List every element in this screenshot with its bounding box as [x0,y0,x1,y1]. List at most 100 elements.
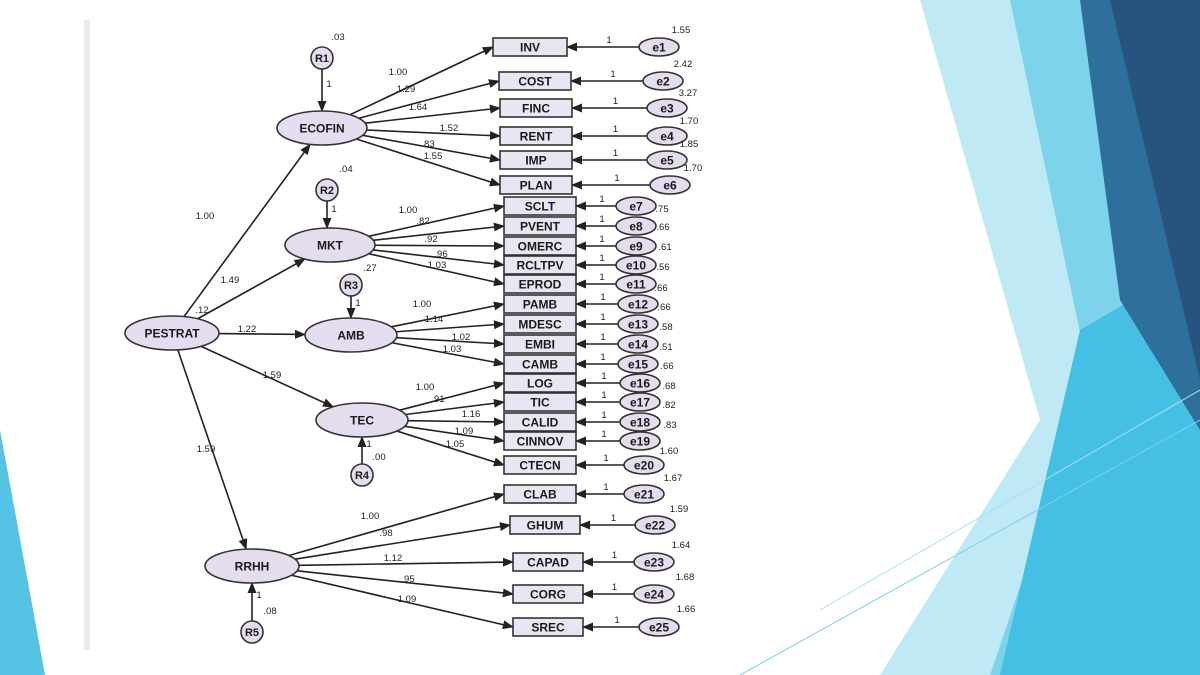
error-label-e22: e22 [645,519,665,533]
error-path-label: 1 [613,96,618,107]
structural-path-amb [218,329,307,339]
error-e1 [638,37,680,57]
residual-path-label: 1 [256,590,261,601]
residual-path-label: 1 [326,79,331,90]
latent-label-rrhh: RRHH [235,560,270,574]
error-e12 [617,294,659,314]
error-e3 [646,98,688,118]
error-variance-e14: .51 [659,342,672,353]
indicator-mdesc [503,314,577,334]
indicator-calid [503,412,577,432]
error-e21 [623,484,665,504]
error-variance-e19: 1.60 [660,446,679,457]
error-path-label: 1 [611,513,616,524]
latent-label-tec: TEC [350,414,374,428]
error-e23 [633,552,675,572]
indicator-label-rcltpv: RCLTPV [516,259,563,273]
indicator-inv [492,37,568,57]
structural-path-mkt [197,258,306,320]
error-label-e5: e5 [660,154,674,168]
indicator-embi [503,334,577,354]
indicator-sclt [503,196,577,216]
indicator-label-clab: CLAB [523,488,557,502]
error-e25 [638,617,680,637]
structural-weight-tec: 1.59 [263,370,282,381]
error-path-label: 1 [601,390,606,401]
error-variance-e18: .83 [663,420,676,431]
error-label-e12: e12 [628,298,648,312]
accent-line [739,419,1200,675]
indicator-label-mdesc: MDESC [518,318,562,332]
error-variance-e15: .66 [660,361,673,372]
residual-r4 [350,463,374,487]
residual-variance-r5: .08 [263,606,276,617]
error-path-label: 1 [612,550,617,561]
misc-label: .27 [363,263,376,274]
slide-panel-edge [84,20,90,650]
residual-variance-r4: .00 [372,452,385,463]
error-variance-e22: 1.64 [672,540,691,551]
loading-value-ghum: .98 [379,528,392,539]
error-variance-e17: .82 [662,400,675,411]
error-path-label: 1 [614,173,619,184]
structural-path-ecofin [183,143,311,318]
loading-path-plan [356,138,502,187]
error-path-label: 1 [599,214,604,225]
error-e13 [617,314,659,334]
error-e19 [619,431,661,451]
residual-label-r5: R5 [245,627,259,639]
error-label-e11: e11 [626,278,646,292]
indicator-clab [503,484,577,504]
indicator-label-sclt: SCLT [525,200,556,214]
error-label-e2: e2 [656,75,670,89]
loading-value-mdesc: 1.14 [425,314,444,325]
indicator-log [503,373,577,393]
error-variance-e1: 1.55 [672,25,691,36]
error-path-label: 1 [613,148,618,159]
loading-path-cost [358,79,501,119]
loading-value-cost: 1.29 [397,84,416,95]
error-label-e8: e8 [629,220,643,234]
indicator-corg [512,584,584,604]
loading-path-srec [291,574,515,630]
loading-value-ctecn: 1.05 [446,439,465,450]
indicator-eprod [503,274,577,294]
loading-value-imp: .83 [421,139,434,150]
indicator-label-capad: CAPAD [527,556,569,570]
loading-path-rent [366,129,502,141]
loading-path-finc [365,104,502,124]
error-variance-e16: .68 [662,381,675,392]
error-e9 [615,236,657,256]
loading-path-cinnov [404,425,506,444]
error-label-e3: e3 [660,102,674,116]
loading-path-pamb [391,301,506,328]
error-label-e18: e18 [630,416,650,430]
error-label-e16: e16 [630,377,650,391]
structural-weight-rrhh: 1.59 [197,444,216,455]
error-label-e6: e6 [663,179,677,193]
loading-value-log: 1.00 [416,382,435,393]
error-label-e21: e21 [634,488,654,502]
indicator-cost [498,71,572,91]
loading-value-srec: 1.09 [398,594,417,605]
residual-r3 [339,273,363,297]
residual-r1 [310,46,334,70]
error-label-e14: e14 [628,338,648,352]
structural-path-tec [200,345,335,408]
loading-value-corg: .95 [401,574,414,585]
latent-rrhh [204,548,300,584]
error-variance-e11: .66 [654,283,667,294]
indicator-label-srec: SREC [531,621,565,635]
indicator-ctecn [503,455,577,475]
residual-r2 [315,178,339,202]
loading-path-corg [296,570,515,598]
indicator-label-tic: TIC [530,396,550,410]
indicator-ghum [509,515,581,535]
loading-path-tic [405,398,506,416]
indicator-camb [503,354,577,374]
error-label-e19: e19 [630,435,650,449]
latent-mkt [284,227,376,263]
error-path-label: 1 [599,194,604,205]
indicator-label-camb: CAMB [522,358,558,372]
